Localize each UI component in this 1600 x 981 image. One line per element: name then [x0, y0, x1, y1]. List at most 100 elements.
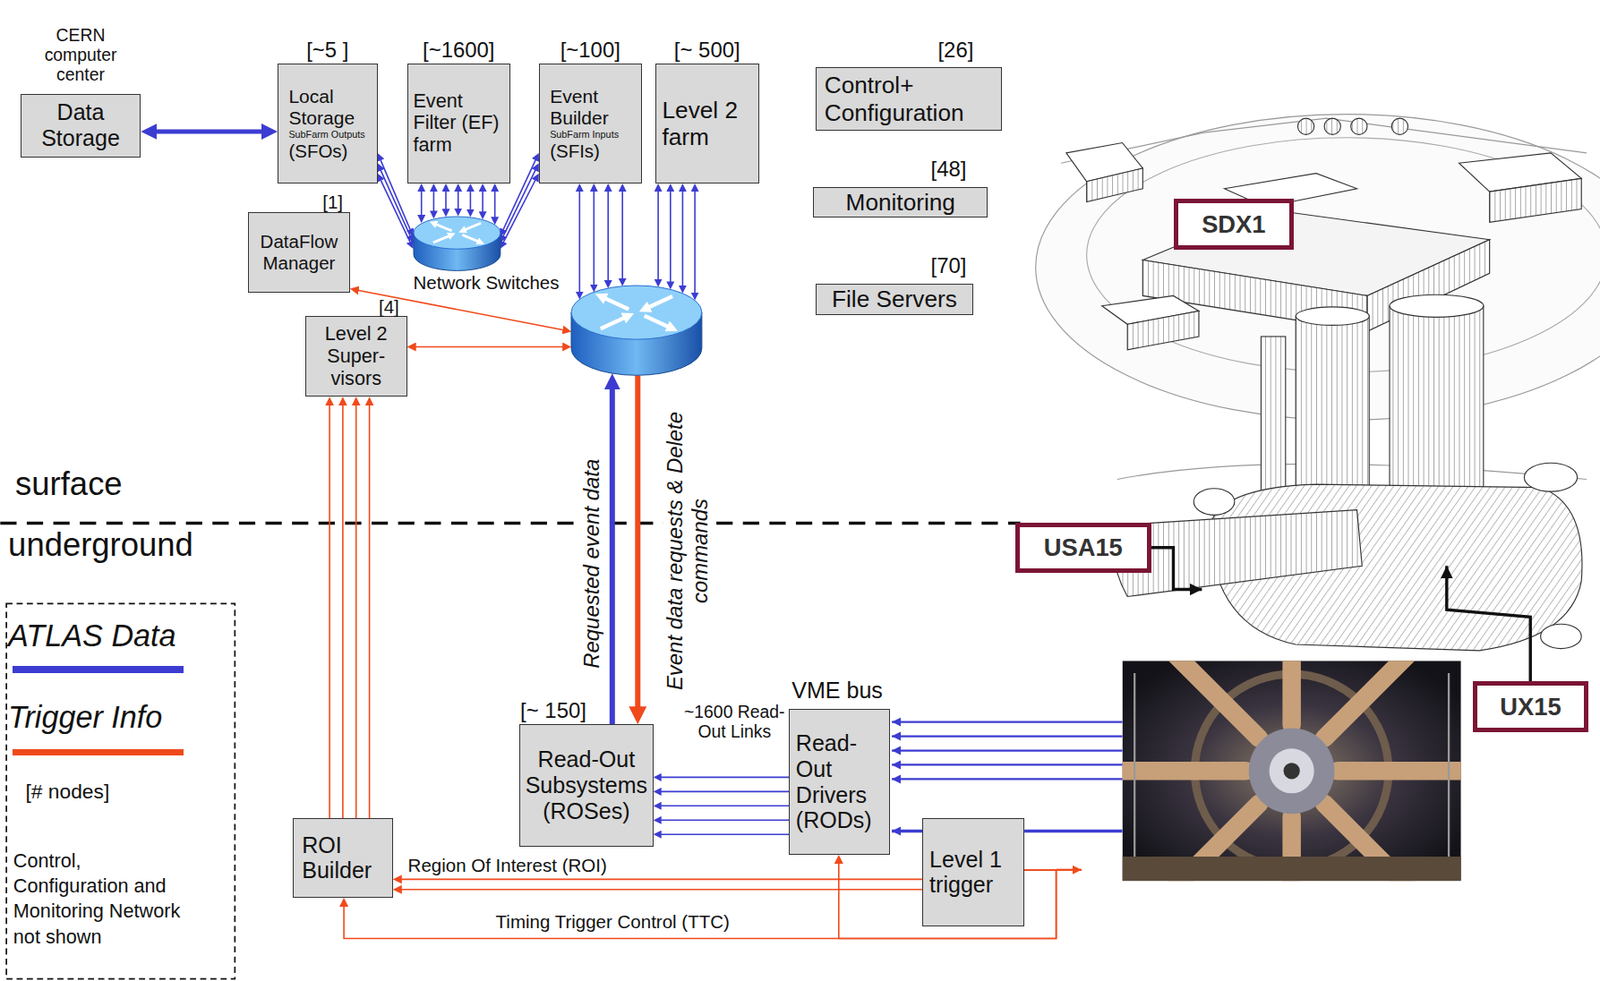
cavern — [1113, 510, 1362, 598]
tank — [1351, 118, 1368, 135]
scaffold — [1133, 673, 1136, 857]
connector-line — [412, 346, 567, 349]
node-count: [48] — [931, 156, 967, 182]
shaft-top — [1389, 294, 1484, 317]
legend-frame — [6, 603, 235, 979]
node-text: UX15 — [1499, 693, 1561, 721]
process-box: [1]DataFlow Manager — [248, 212, 351, 293]
service-box: [48]Monitoring — [812, 187, 988, 218]
switch-arrow — [600, 316, 629, 329]
leader-line — [1150, 547, 1202, 591]
leader-lines — [1150, 547, 1531, 682]
legend-note: [# nodes] — [25, 779, 110, 804]
connector-line — [607, 188, 609, 284]
coil — [1147, 660, 1259, 739]
connector-line — [457, 188, 460, 213]
trigger-wire — [1055, 869, 1081, 872]
node-text: Event Filter (EF) farm — [412, 90, 506, 158]
connector-line — [658, 804, 789, 807]
connector-line — [693, 188, 696, 297]
node-count: [~1600] — [422, 37, 495, 63]
tank — [1324, 118, 1341, 135]
node-text: ROI Builder — [301, 832, 389, 885]
cavern-floor — [1122, 856, 1462, 882]
node-text: SubFarm Inputs — [549, 128, 619, 140]
connector-line — [658, 833, 789, 836]
node-text: Local Storage — [288, 85, 374, 129]
tank — [1297, 118, 1314, 135]
connector-line — [657, 188, 659, 283]
connector-line — [398, 889, 924, 891]
node-text: Level 2 farm — [661, 96, 755, 151]
node-text: File Servers — [831, 285, 958, 313]
node-count: [~ 500] — [674, 37, 741, 63]
node-text: USA15 — [1043, 533, 1123, 562]
data-wire — [891, 778, 1122, 780]
connector-line — [420, 188, 423, 219]
switch-arrow — [462, 222, 481, 232]
coil — [1122, 761, 1247, 781]
connector-line — [481, 188, 484, 215]
farm-box: [~5 ]Local StorageSubFarm Outputs(SFOs) — [277, 63, 378, 184]
connector-line — [502, 178, 537, 246]
connector-line — [328, 402, 331, 819]
data-wire — [891, 735, 1122, 737]
node-text: (SFOs) — [288, 140, 348, 163]
connector-line — [658, 819, 789, 822]
data-wire — [891, 749, 1122, 752]
connector-line — [398, 879, 924, 882]
connector-line — [634, 375, 641, 714]
building — [1086, 168, 1144, 203]
node-text: SDX1 — [1201, 210, 1266, 239]
node-count: [~ 150] — [520, 698, 587, 724]
legend-swatch — [12, 666, 184, 674]
connector-line — [669, 188, 672, 286]
connector-line — [433, 188, 436, 215]
connector — [398, 879, 924, 890]
data-wire — [891, 720, 1122, 723]
connector — [637, 375, 639, 714]
switch-arrow — [432, 222, 452, 232]
switch-arrow — [462, 234, 481, 243]
location-tag: SDX1 — [1173, 198, 1294, 250]
level-label: underground — [8, 526, 194, 565]
legend-swatch — [12, 749, 184, 757]
detector-core — [1269, 748, 1315, 794]
connector-line — [621, 188, 624, 283]
coil — [1324, 660, 1436, 739]
connector — [412, 346, 567, 348]
connector — [579, 188, 623, 296]
connector — [658, 777, 789, 835]
node-count: [26] — [937, 37, 974, 63]
legend-text: Trigger Info — [8, 700, 163, 736]
connector-line — [470, 188, 472, 214]
node-text: Control+ Configuration — [824, 71, 998, 126]
connector-line — [609, 383, 616, 725]
switch-arrow — [644, 296, 673, 309]
service-box: [26]Control+ Configuration — [815, 67, 1003, 131]
connector-line — [494, 188, 497, 221]
switch-arrow — [644, 316, 673, 329]
network-switch — [571, 285, 702, 376]
storage-box: CERN computer centerData Storage — [20, 94, 141, 158]
tunnel — [1523, 462, 1577, 492]
node-text: Event Builder — [549, 85, 638, 129]
node-count: [1] — [322, 191, 343, 214]
process-box: ROI Builder — [292, 818, 394, 899]
building — [1489, 178, 1583, 223]
connector-line — [658, 791, 789, 794]
data-wire — [891, 829, 923, 833]
edge-label: Requested event data — [579, 457, 605, 671]
location-tag: USA15 — [1015, 522, 1152, 574]
toroid-coils — [1122, 660, 1462, 882]
node-text: Level 1 trigger — [929, 847, 1021, 899]
scaffold — [1447, 673, 1450, 857]
legend-text: ATLAS Data — [8, 618, 176, 654]
node-count: [~100] — [560, 37, 621, 63]
node-text: (SFIs) — [549, 140, 600, 163]
node-text: DataFlow Manager — [251, 231, 346, 274]
farm-box: [~1600]Event Filter (EF) farm — [407, 63, 511, 184]
coil — [1337, 761, 1462, 781]
process-box: [~ 150]Read-Out Subsystems (ROSes) — [519, 724, 654, 848]
process-box: [4]Level 2 Super- visors — [305, 316, 408, 397]
